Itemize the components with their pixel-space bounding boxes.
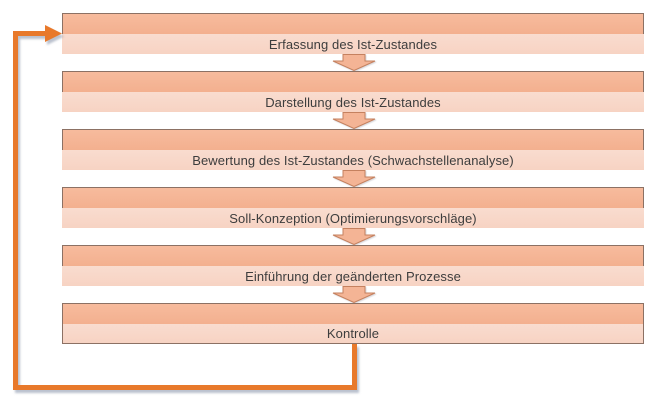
down-arrow-icon <box>332 286 376 303</box>
process-step-4: Soll-Konzeption (Optimierungsvorschläge) <box>62 187 644 228</box>
step-body-band: Einführung der geänderten Prozesse <box>62 266 644 286</box>
step-header-band <box>62 13 644 34</box>
step-header-band <box>62 71 644 92</box>
step-body-band: Bewertung des Ist-Zustandes (Schwachstel… <box>62 150 644 170</box>
down-arrow-icon <box>332 54 376 71</box>
step-header-band <box>62 245 644 266</box>
process-step-6: Kontrolle <box>62 303 644 344</box>
down-arrow-icon <box>332 228 376 245</box>
step-body-band: Darstellung des Ist-Zustandes <box>62 92 644 112</box>
step-header-band <box>62 187 644 208</box>
step-body-band: Erfassung des Ist-Zustandes <box>62 34 644 54</box>
step-label: Soll-Konzeption (Optimierungsvorschläge) <box>229 210 477 226</box>
step-header-band <box>62 129 644 150</box>
step-header-band <box>62 303 644 324</box>
step-label: Erfassung des Ist-Zustandes <box>268 36 438 52</box>
down-arrow-icon <box>332 170 376 187</box>
process-step-3: Bewertung des Ist-Zustandes (Schwachstel… <box>62 129 644 170</box>
step-label: Bewertung des Ist-Zustandes (Schwachstel… <box>192 152 514 168</box>
process-step-1: Erfassung des Ist-Zustandes <box>62 13 644 54</box>
step-label: Darstellung des Ist-Zustandes <box>265 94 441 110</box>
down-arrow-icon <box>332 112 376 129</box>
step-body-band: Soll-Konzeption (Optimierungsvorschläge) <box>62 208 644 228</box>
process-step-2: Darstellung des Ist-Zustandes <box>62 71 644 112</box>
step-label: Kontrolle <box>326 326 380 341</box>
step-label: Einführung der geänderten Prozesse <box>245 268 461 284</box>
process-step-5: Einführung der geänderten Prozesse <box>62 245 644 286</box>
step-body-band: Kontrolle <box>62 324 644 344</box>
